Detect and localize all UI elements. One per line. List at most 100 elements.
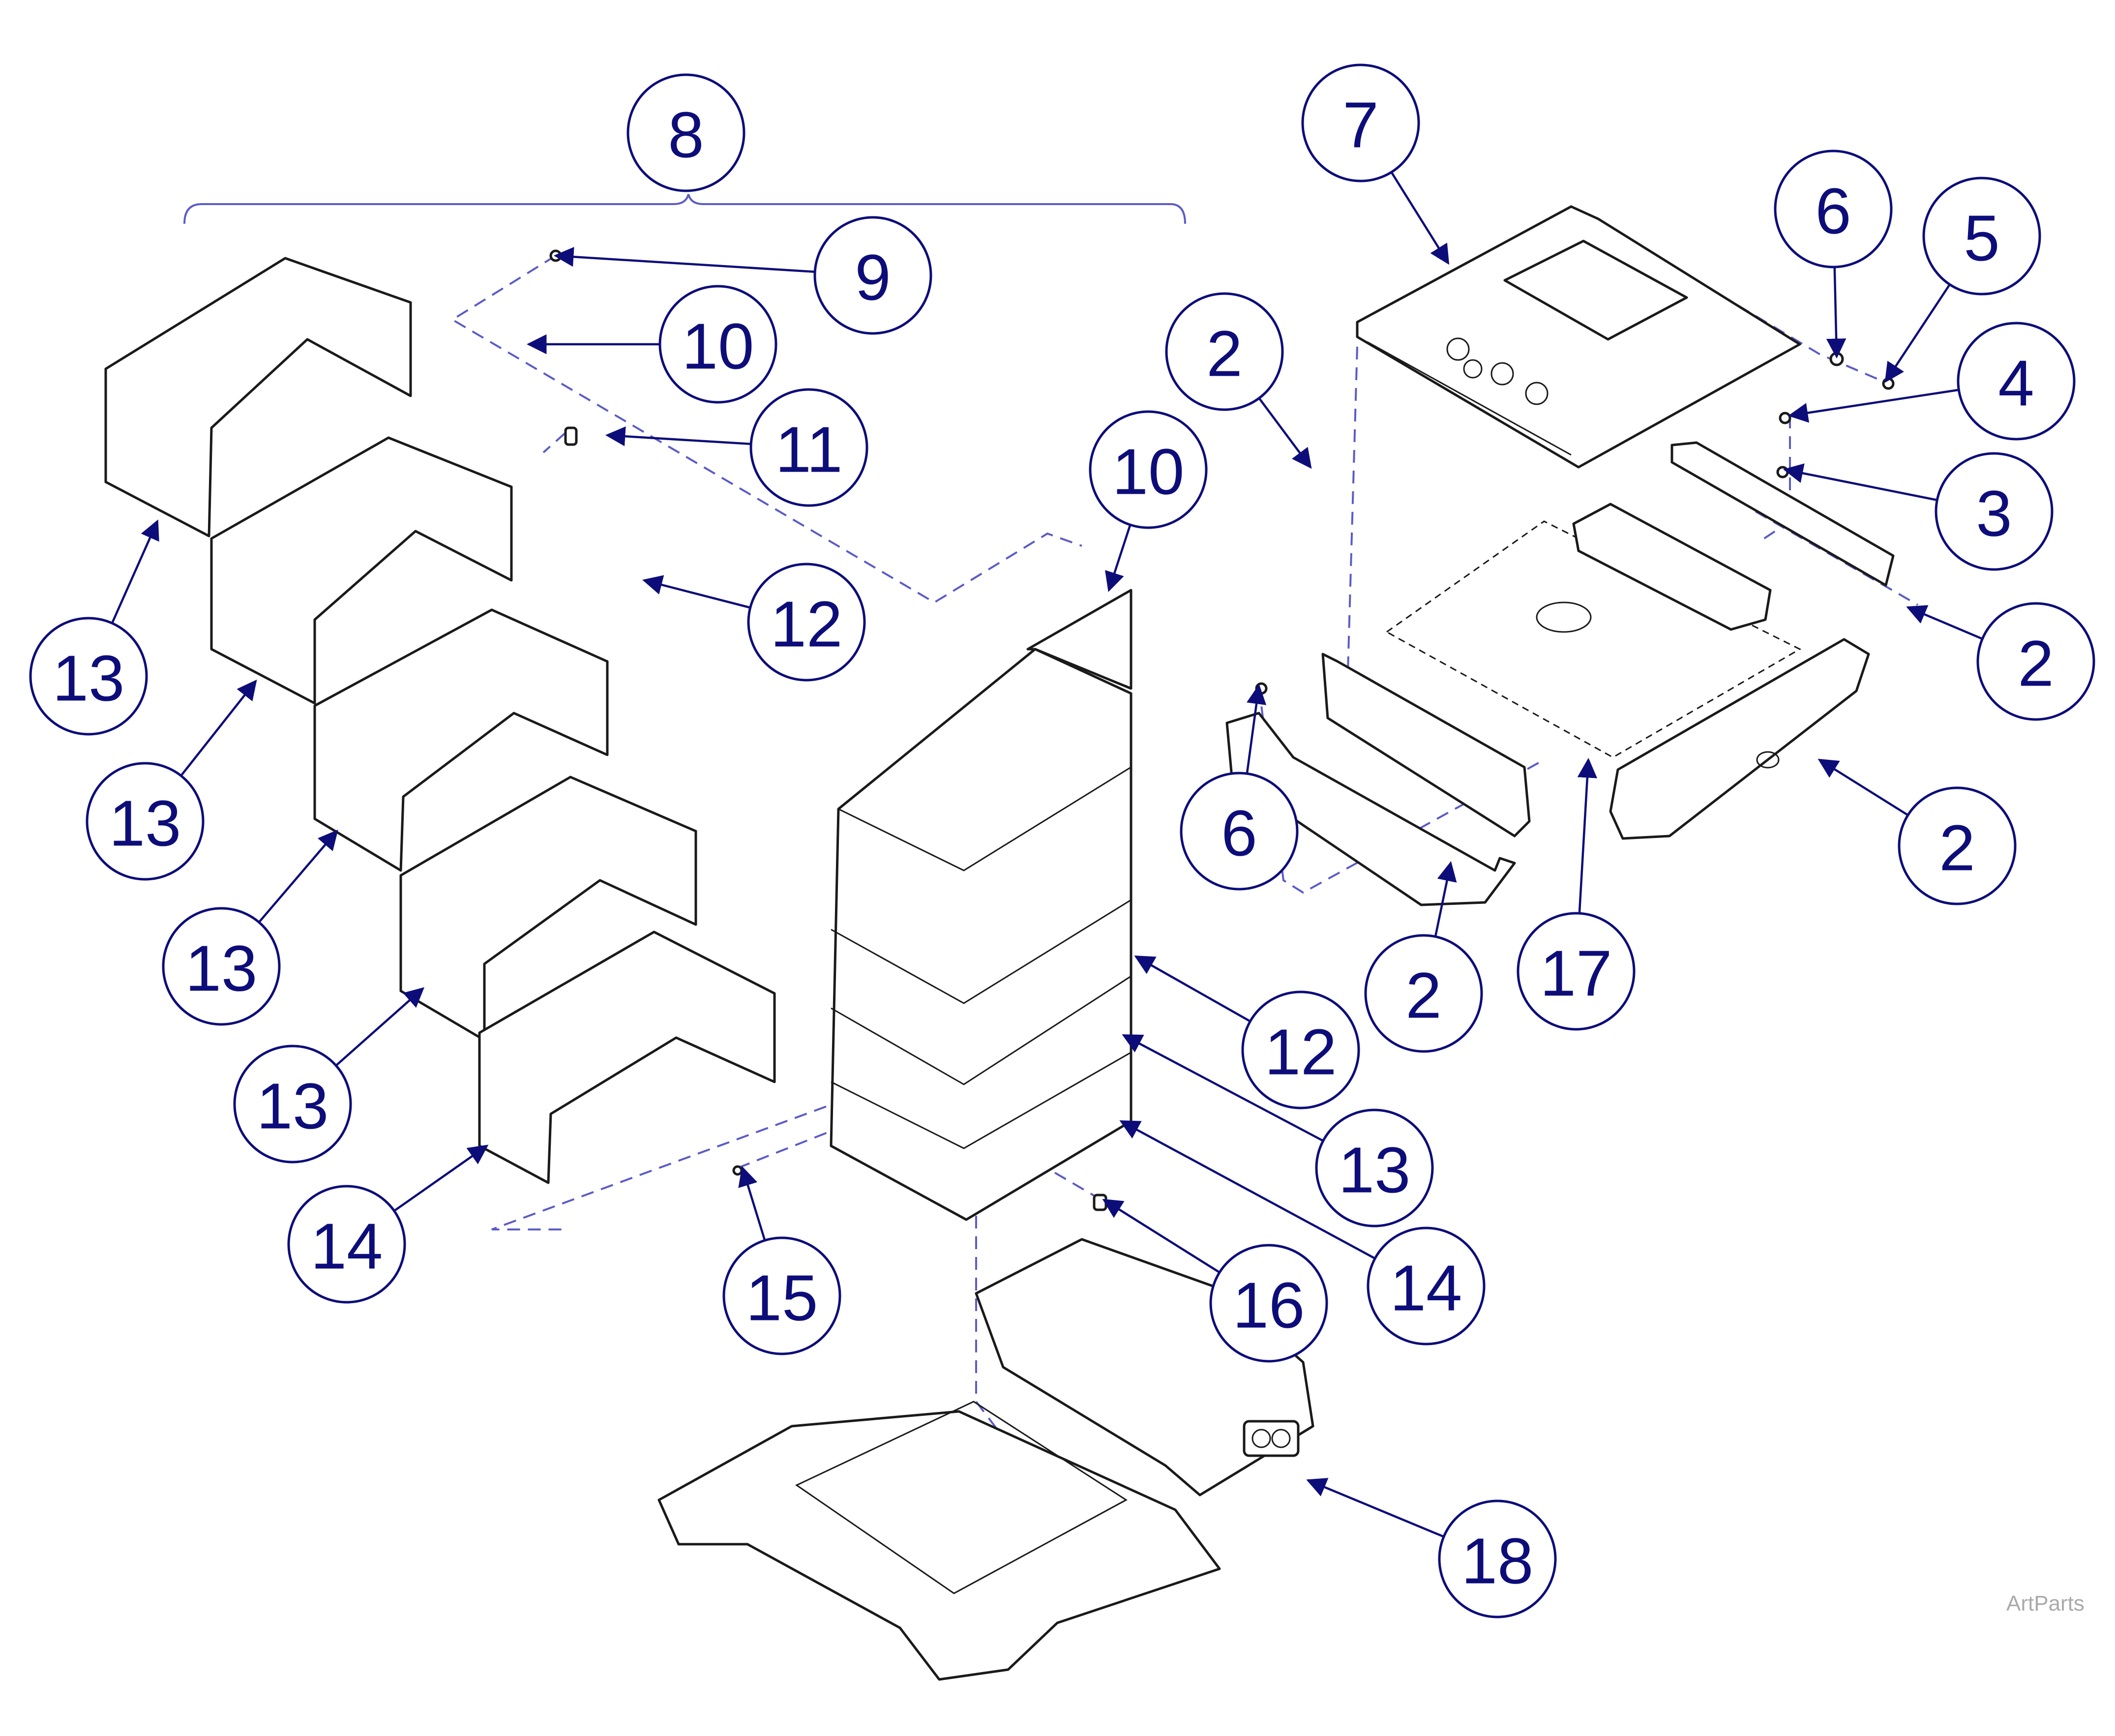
callout-label: 12 xyxy=(1265,1016,1337,1088)
callout-16: 16 xyxy=(1102,1198,1328,1363)
callout-leader xyxy=(1817,758,1909,816)
callout-6: 6 xyxy=(1180,684,1299,891)
callout-circle xyxy=(1364,934,1483,1053)
callout-label: 6 xyxy=(1221,797,1257,869)
callout-circle xyxy=(626,73,745,192)
callout-label: 15 xyxy=(746,1262,818,1334)
callout-circle xyxy=(1089,410,1208,529)
callout-circle xyxy=(162,907,281,1026)
callout-leader xyxy=(180,679,257,777)
callout-leader xyxy=(393,1144,489,1212)
callout-13: 13 xyxy=(86,679,257,881)
callout-leader xyxy=(553,247,815,273)
front-cover-part-2 xyxy=(1225,712,1516,906)
callout-label: 13 xyxy=(1339,1134,1411,1206)
callout-circle xyxy=(1438,1499,1557,1618)
callout-label: 3 xyxy=(1976,478,2012,550)
callout-leader xyxy=(111,519,159,624)
side-cover-right-part-2 xyxy=(1609,638,1870,840)
callout-label: 2 xyxy=(1206,318,1242,390)
callout-label: 9 xyxy=(855,241,891,314)
callout-17: 17 xyxy=(1517,757,1636,1031)
callout-2: 2 xyxy=(1817,758,2017,905)
callout-label: 2 xyxy=(1405,959,1441,1032)
callout-label: 13 xyxy=(53,642,125,715)
callout-leader xyxy=(1258,397,1312,469)
callout-label: 4 xyxy=(1998,347,2034,419)
group-8-brace xyxy=(183,194,1186,224)
callout-label: 11 xyxy=(775,414,842,486)
callout-circle xyxy=(722,1236,841,1355)
callout-circle xyxy=(233,1045,352,1164)
callout-circle xyxy=(1180,772,1299,891)
callout-circle xyxy=(1517,912,1636,1031)
callout-leader xyxy=(1102,1198,1221,1274)
callout-13: 13 xyxy=(162,829,338,1026)
callout-label: 6 xyxy=(1815,175,1851,247)
callout-circle xyxy=(287,1185,406,1304)
callout-leader xyxy=(1134,956,1251,1022)
callout-7: 7 xyxy=(1301,63,1450,265)
shroud-stack-exploded xyxy=(104,257,776,1184)
callout-leader xyxy=(258,829,338,923)
callout-14: 14 xyxy=(287,1144,489,1304)
callout-label: 2 xyxy=(1939,812,1975,884)
callout-circle xyxy=(1976,602,2095,721)
callout-6: 6 xyxy=(1774,150,1893,359)
base-frame-part-17 xyxy=(1385,503,1802,758)
callout-leader xyxy=(1390,171,1450,265)
callout-label: 16 xyxy=(1233,1269,1305,1342)
callout-label: 18 xyxy=(1461,1525,1534,1597)
callout-label: 13 xyxy=(185,932,258,1005)
callout-leader xyxy=(1119,1120,1376,1259)
callout-15: 15 xyxy=(722,1166,841,1355)
callout-leader xyxy=(1787,389,1959,423)
callout-2: 2 xyxy=(1906,602,2095,721)
callout-leader xyxy=(738,1166,766,1241)
callout-4: 4 xyxy=(1787,322,2076,441)
callout-leader xyxy=(1122,1034,1324,1142)
callout-leader xyxy=(1434,861,1457,937)
callout-label: 2 xyxy=(2018,628,2054,700)
callout-circle xyxy=(1922,177,2041,296)
callout-2: 2 xyxy=(1364,861,1483,1053)
callout-13: 13 xyxy=(233,987,425,1164)
callout-18: 18 xyxy=(1306,1478,1557,1618)
callout-12: 12 xyxy=(642,563,866,682)
callout-label: 14 xyxy=(311,1210,383,1283)
callout-leader xyxy=(605,426,751,447)
callout-circle xyxy=(1367,1227,1486,1346)
watermark-text: ArtParts xyxy=(2006,1591,2085,1616)
callout-label: 17 xyxy=(1540,937,1612,1010)
callout-label: 7 xyxy=(1342,89,1378,161)
callout-14: 14 xyxy=(1119,1120,1486,1346)
callout-5: 5 xyxy=(1884,177,2041,383)
callout-circle xyxy=(1301,63,1420,182)
callout-label: 10 xyxy=(682,310,754,383)
callout-label: 14 xyxy=(1390,1252,1462,1324)
callout-circle xyxy=(813,216,932,335)
callout-label: 13 xyxy=(257,1070,329,1142)
callout-leader xyxy=(1306,1478,1444,1538)
callout-circle xyxy=(1315,1108,1434,1227)
callout-circle xyxy=(1774,150,1893,269)
callout-3: 3 xyxy=(1783,452,2054,571)
top-plate-part-7 xyxy=(1356,205,1801,469)
callout-leader xyxy=(1906,605,1983,640)
callout-circle xyxy=(1898,786,2017,905)
callout-11: 11 xyxy=(605,388,868,507)
callout-leader xyxy=(1783,463,1937,502)
callout-leader xyxy=(1884,284,1951,383)
bracket-part xyxy=(1670,441,1895,587)
callout-label: 12 xyxy=(771,588,843,660)
callout-circle xyxy=(1241,990,1360,1109)
callout-circle xyxy=(1209,1244,1328,1363)
callout-12: 12 xyxy=(1134,956,1360,1109)
callout-13: 13 xyxy=(1122,1034,1434,1227)
shroud-stack-assembled xyxy=(830,589,1132,1221)
callout-circle xyxy=(658,285,777,404)
callout-13: 13 xyxy=(29,519,159,736)
callout-leader xyxy=(642,575,751,609)
